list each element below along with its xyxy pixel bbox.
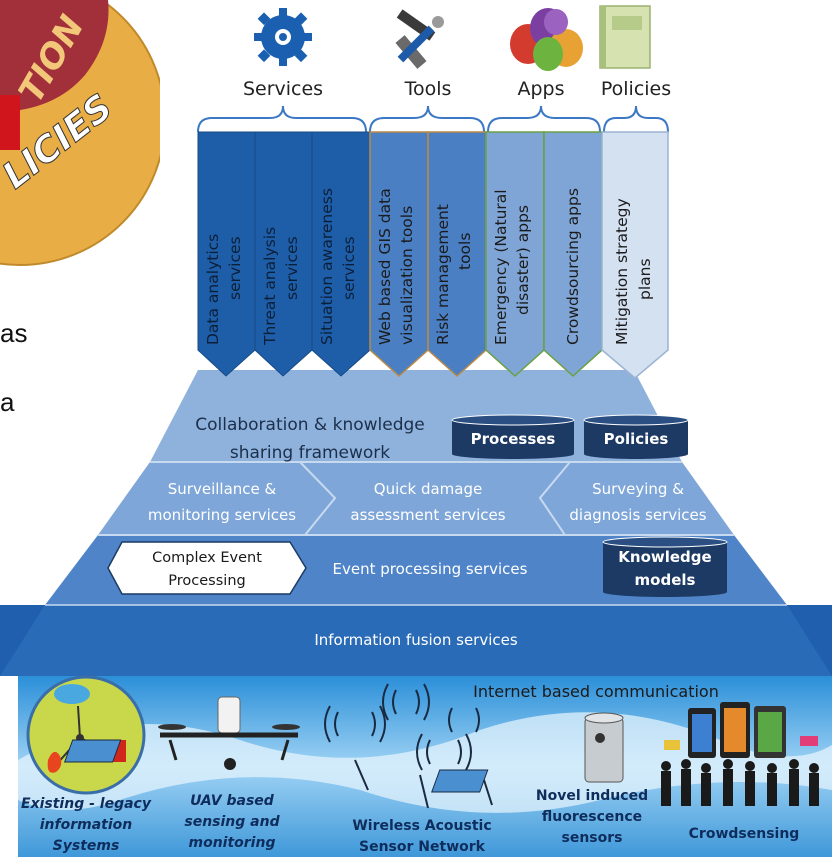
legacy-line3: Systems <box>53 838 120 854</box>
col8-line1: Mitigation strategy <box>613 198 631 345</box>
category-tools: Tools <box>404 78 452 100</box>
column-mitigation <box>601 131 669 379</box>
wireless-sensor-network-icon <box>63 683 493 809</box>
crowdsensing-label: Crowdsensing <box>689 826 800 842</box>
legacy-systems-icon <box>26 675 146 795</box>
quick-damage-line1: Quick damage <box>374 480 482 498</box>
brace-services <box>197 105 367 133</box>
divider-2 <box>538 461 571 536</box>
information-fusion-label: Information fusion services <box>314 631 518 649</box>
left-text-fragment-1: as <box>0 318 28 348</box>
collaboration-line1: Collaboration & knowledge <box>195 415 425 435</box>
surveillance-line2: monitoring services <box>148 506 296 524</box>
category-braces <box>197 105 669 133</box>
tools-icon <box>395 9 444 69</box>
col6-line1: Emergency (Natural <box>492 189 510 345</box>
uav-line3: monitoring <box>189 835 276 851</box>
column-texts: Data analytics services Threat analysis … <box>204 188 654 346</box>
internet-label: Internet based communication <box>473 682 719 701</box>
col1-line2: services <box>226 236 244 300</box>
collaboration-line2: sharing framework <box>230 443 390 463</box>
column-crowdsourcing-apps <box>543 131 603 378</box>
policies-label: Policies <box>604 430 669 448</box>
wireless-line2: Sensor Network <box>359 839 486 855</box>
notebook-icon <box>599 5 651 69</box>
fluorescence-sensor-icon <box>584 712 624 783</box>
surveying-line1: Surveying & <box>592 480 684 498</box>
brace-tools <box>369 105 485 133</box>
col2-line2: services <box>283 236 301 300</box>
divider-1 <box>299 461 337 536</box>
knowledge-models-line1: Knowledge <box>618 548 711 566</box>
event-processing-label: Event processing services <box>333 560 528 578</box>
uav-line2: sensing and <box>184 814 280 830</box>
complex-event-line1: Complex Event <box>152 550 262 566</box>
crowdsensing-icon <box>661 702 819 806</box>
quick-damage-line2: assessment services <box>350 506 505 524</box>
processes-label: Processes <box>471 430 556 448</box>
processes-cylinder: Processes <box>451 414 575 459</box>
apps-balloons-icon <box>510 8 583 71</box>
surveying-line2: diagnosis services <box>569 506 706 524</box>
layer-information-fusion <box>0 605 832 676</box>
col8-line2: plans <box>636 258 654 300</box>
col4-line1: Web based GIS data <box>376 188 394 345</box>
col5-line1: Risk management <box>434 204 452 345</box>
col2-line1: Threat analysis <box>261 227 279 346</box>
badge-red-block <box>0 95 20 150</box>
category-policies: Policies <box>601 78 671 100</box>
badge-inner <box>0 0 109 112</box>
brace-apps <box>487 105 601 133</box>
column-web-gis <box>369 131 429 378</box>
complex-event-hexagon: Complex Event Processing <box>107 541 307 595</box>
column-threat-analysis <box>254 131 313 377</box>
knowledge-models-line2: models <box>635 571 696 589</box>
layer-services <box>98 462 734 535</box>
col3-line2: services <box>340 236 358 300</box>
col5-line2: tools <box>456 233 474 270</box>
column-data-analytics <box>197 131 256 377</box>
col1-line1: Data analytics <box>204 234 222 345</box>
col7-line1: Crowdsourcing apps <box>564 188 582 345</box>
surveillance-line1: Surveillance & <box>168 480 277 498</box>
col6-line2: disaster) apps <box>514 205 532 315</box>
category-services: Services <box>243 78 323 100</box>
col4-line2: visualization tools <box>398 206 416 345</box>
legacy-line2: information <box>40 817 133 833</box>
policies-cylinder: Policies <box>583 414 689 459</box>
knowledge-models-cylinder: Knowledge models <box>602 536 728 597</box>
col3-line1: Situation awareness <box>318 188 336 345</box>
left-text-fragment-2: a <box>0 387 15 417</box>
legacy-line1: Existing - legacy <box>21 796 152 812</box>
uav-drone-icon <box>158 696 300 770</box>
novel-line2: fluorescence <box>542 809 642 825</box>
uav-line1: UAV based <box>190 793 275 809</box>
complex-event-line2: Processing <box>168 573 245 589</box>
left-badge: TION LICIES <box>0 0 160 266</box>
category-apps: Apps <box>517 78 564 100</box>
brace-policies <box>603 105 669 133</box>
wireless-line1: Wireless Acoustic <box>352 818 491 834</box>
column-emergency-apps <box>485 131 545 378</box>
column-risk-management <box>427 131 487 378</box>
novel-line1: Novel induced <box>536 788 648 804</box>
novel-line3: sensors <box>562 830 623 846</box>
gear-icon <box>254 8 312 66</box>
column-situation-awareness <box>311 131 371 377</box>
